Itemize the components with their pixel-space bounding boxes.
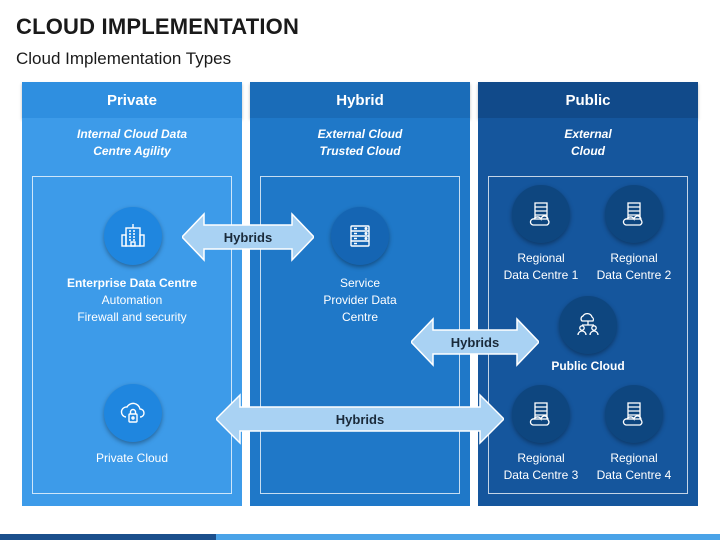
private-header: Private: [22, 82, 242, 118]
regional3-label: Regional Data Centre 3: [496, 450, 586, 484]
public-sub-line2: Cloud: [571, 144, 605, 158]
hybrid-header: Hybrid: [250, 82, 470, 118]
regional1-label: Regional Data Centre 1: [496, 250, 586, 284]
regional2-label: Regional Data Centre 2: [589, 250, 679, 284]
server-rack-icon: [331, 207, 389, 265]
regional1-line2: Data Centre 1: [503, 268, 579, 282]
enterprise-label: Enterprise Data Centre Automation Firewa…: [32, 275, 232, 326]
public-column: Public External Cloud: [478, 82, 698, 506]
hybrid-column: Hybrid External Cloud Trusted Cloud: [250, 82, 470, 506]
cloud-lock-icon: [104, 384, 162, 442]
hybrids-arrow-bottom: Hybrids: [214, 393, 506, 445]
hybrid-body: External Cloud Trusted Cloud: [250, 118, 470, 506]
private-cloud-label: Private Cloud: [95, 451, 169, 465]
public-cloud-label: Public Cloud: [551, 359, 625, 373]
server-cloud-icon: [605, 385, 663, 443]
regional4-line2: Data Centre 4: [596, 468, 672, 482]
server-cloud-icon: [512, 385, 570, 443]
hybrids-arrow-top: Hybrids: [180, 212, 316, 262]
hybrid-sub-line2: Trusted Cloud: [319, 144, 401, 158]
public-header: Public: [478, 82, 698, 118]
enterprise-line3: Firewall and security: [77, 310, 187, 324]
page-subtitle: Cloud Implementation Types: [16, 49, 232, 68]
private-sub-line1: Internal Cloud Data: [76, 127, 187, 141]
hybrid-subtitle: External Cloud Trusted Cloud: [250, 126, 470, 160]
regional4-line1: Regional: [610, 451, 658, 465]
hybrids-label-middle: Hybrids: [450, 334, 500, 350]
service-provider-line3: Centre: [341, 310, 379, 324]
regional2-line2: Data Centre 2: [596, 268, 672, 282]
regional3-line1: Regional: [517, 451, 565, 465]
private-sub-line2: Centre Agility: [93, 144, 171, 158]
private-subtitle: Internal Cloud Data Centre Agility: [22, 126, 242, 160]
regional1-line1: Regional: [517, 251, 565, 265]
page-title: CLOUD IMPLEMENTATION: [16, 14, 300, 39]
regional3-line2: Data Centre 3: [503, 468, 579, 482]
hybrids-arrow-middle: Hybrids: [409, 317, 541, 367]
public-subtitle: External Cloud: [478, 126, 698, 160]
hybrids-label-bottom: Hybrids: [335, 411, 385, 427]
cloud-users-icon: [559, 296, 617, 354]
private-inner-frame: [32, 176, 232, 494]
regional2-line1: Regional: [610, 251, 658, 265]
server-cloud-icon: [605, 185, 663, 243]
footer-bar: [0, 534, 720, 540]
service-provider-line1: Service: [339, 276, 380, 290]
hybrid-sub-line1: External Cloud: [317, 127, 403, 141]
regional4-label: Regional Data Centre 4: [589, 450, 679, 484]
enterprise-line2: Automation: [101, 293, 163, 307]
service-provider-label: Service Provider Data Centre: [290, 275, 430, 326]
hybrids-label-top: Hybrids: [223, 229, 273, 245]
server-cloud-icon: [512, 185, 570, 243]
building-icon: [104, 207, 162, 265]
enterprise-title: Enterprise Data Centre: [66, 276, 198, 290]
public-sub-line1: External: [564, 127, 612, 141]
service-provider-line2: Provider Data: [323, 293, 397, 307]
